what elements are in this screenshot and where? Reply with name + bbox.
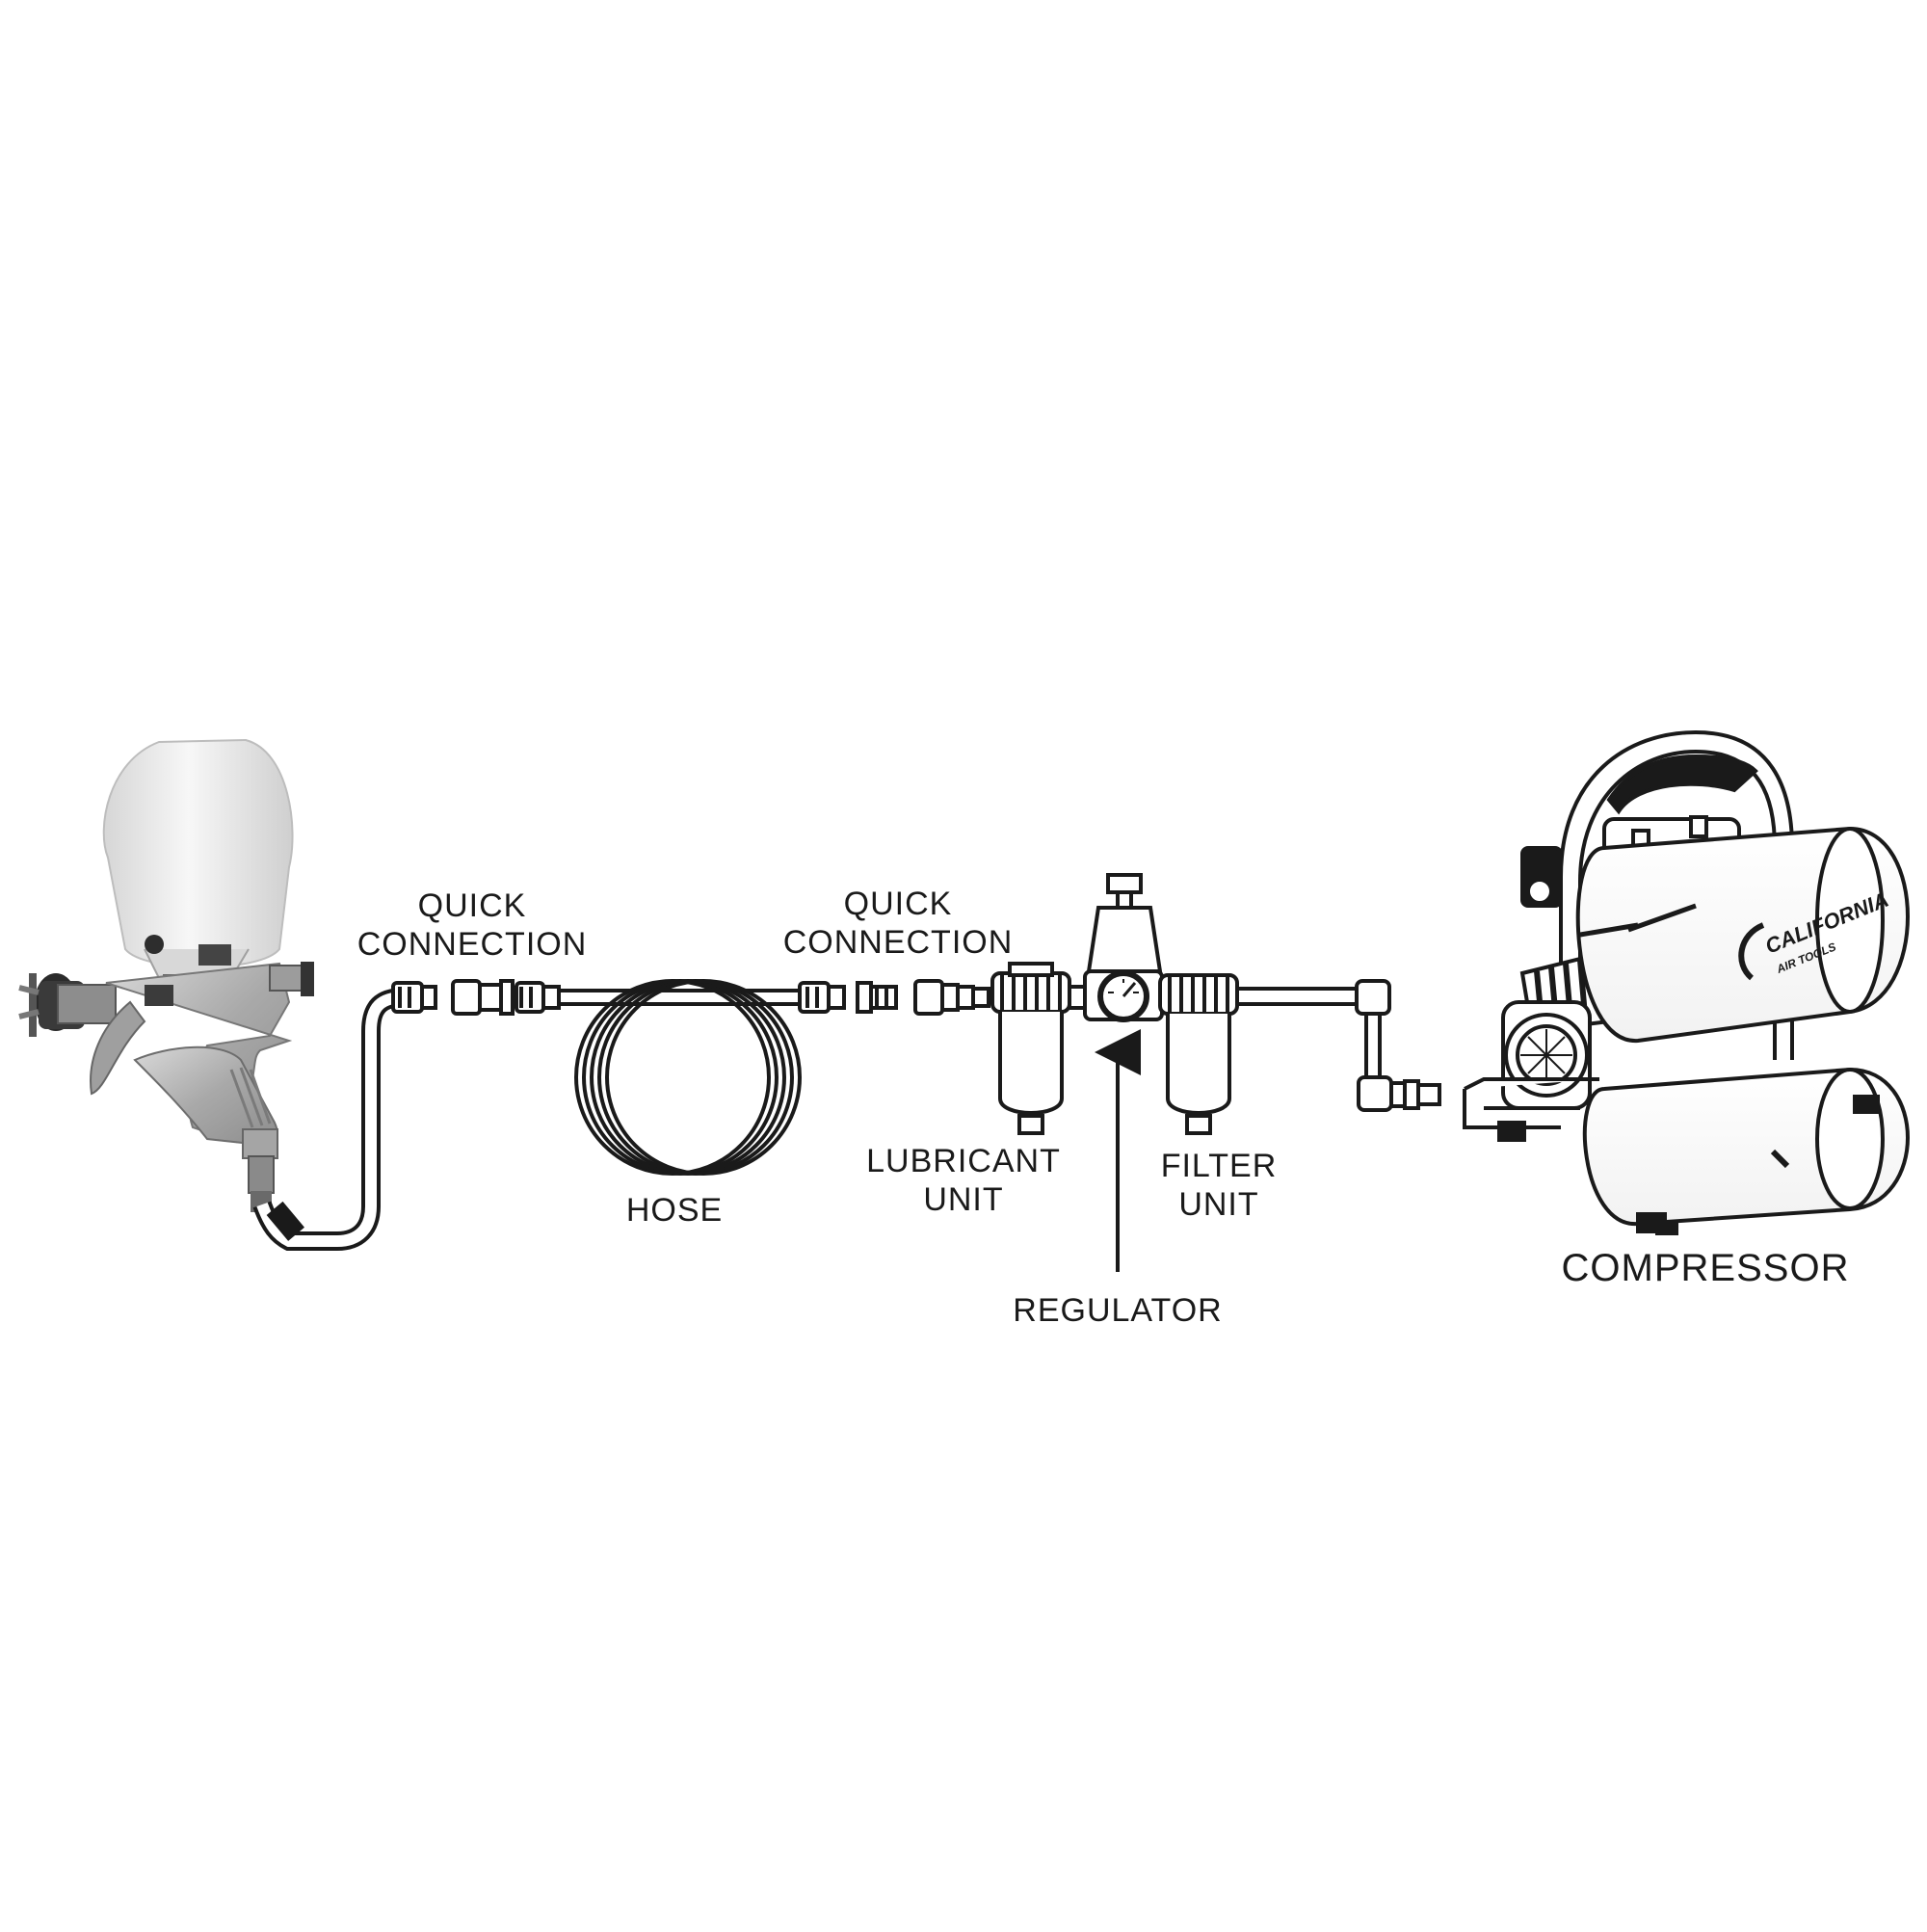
air-cap bbox=[18, 973, 117, 1037]
compressor bbox=[1463, 729, 1910, 1235]
label-filter-unit: FILTER UNIT bbox=[1160, 1148, 1278, 1223]
label-quick-connection-left: QUICK CONNECTION bbox=[356, 887, 588, 963]
label-lubricant-unit: LUBRICANT UNIT bbox=[866, 1143, 1061, 1218]
compressor-feed-line bbox=[1237, 979, 1441, 1112]
filter-unit bbox=[1158, 973, 1239, 1135]
label-hose: HOSE bbox=[625, 1192, 724, 1229]
hose bbox=[559, 979, 802, 1176]
trigger bbox=[90, 1000, 146, 1096]
label-regulator: REGULATOR bbox=[1013, 1292, 1223, 1329]
spray-gun bbox=[18, 738, 314, 1212]
lubricant-unit bbox=[971, 962, 1071, 1135]
quick-connection-right bbox=[798, 979, 975, 1016]
quick-connection-left bbox=[391, 979, 561, 1016]
paint-cup bbox=[102, 738, 294, 968]
label-compressor: COMPRESSOR bbox=[1561, 1247, 1850, 1289]
label-quick-connection-right: QUICK CONNECTION bbox=[782, 886, 1014, 961]
regulator bbox=[1068, 873, 1183, 1022]
